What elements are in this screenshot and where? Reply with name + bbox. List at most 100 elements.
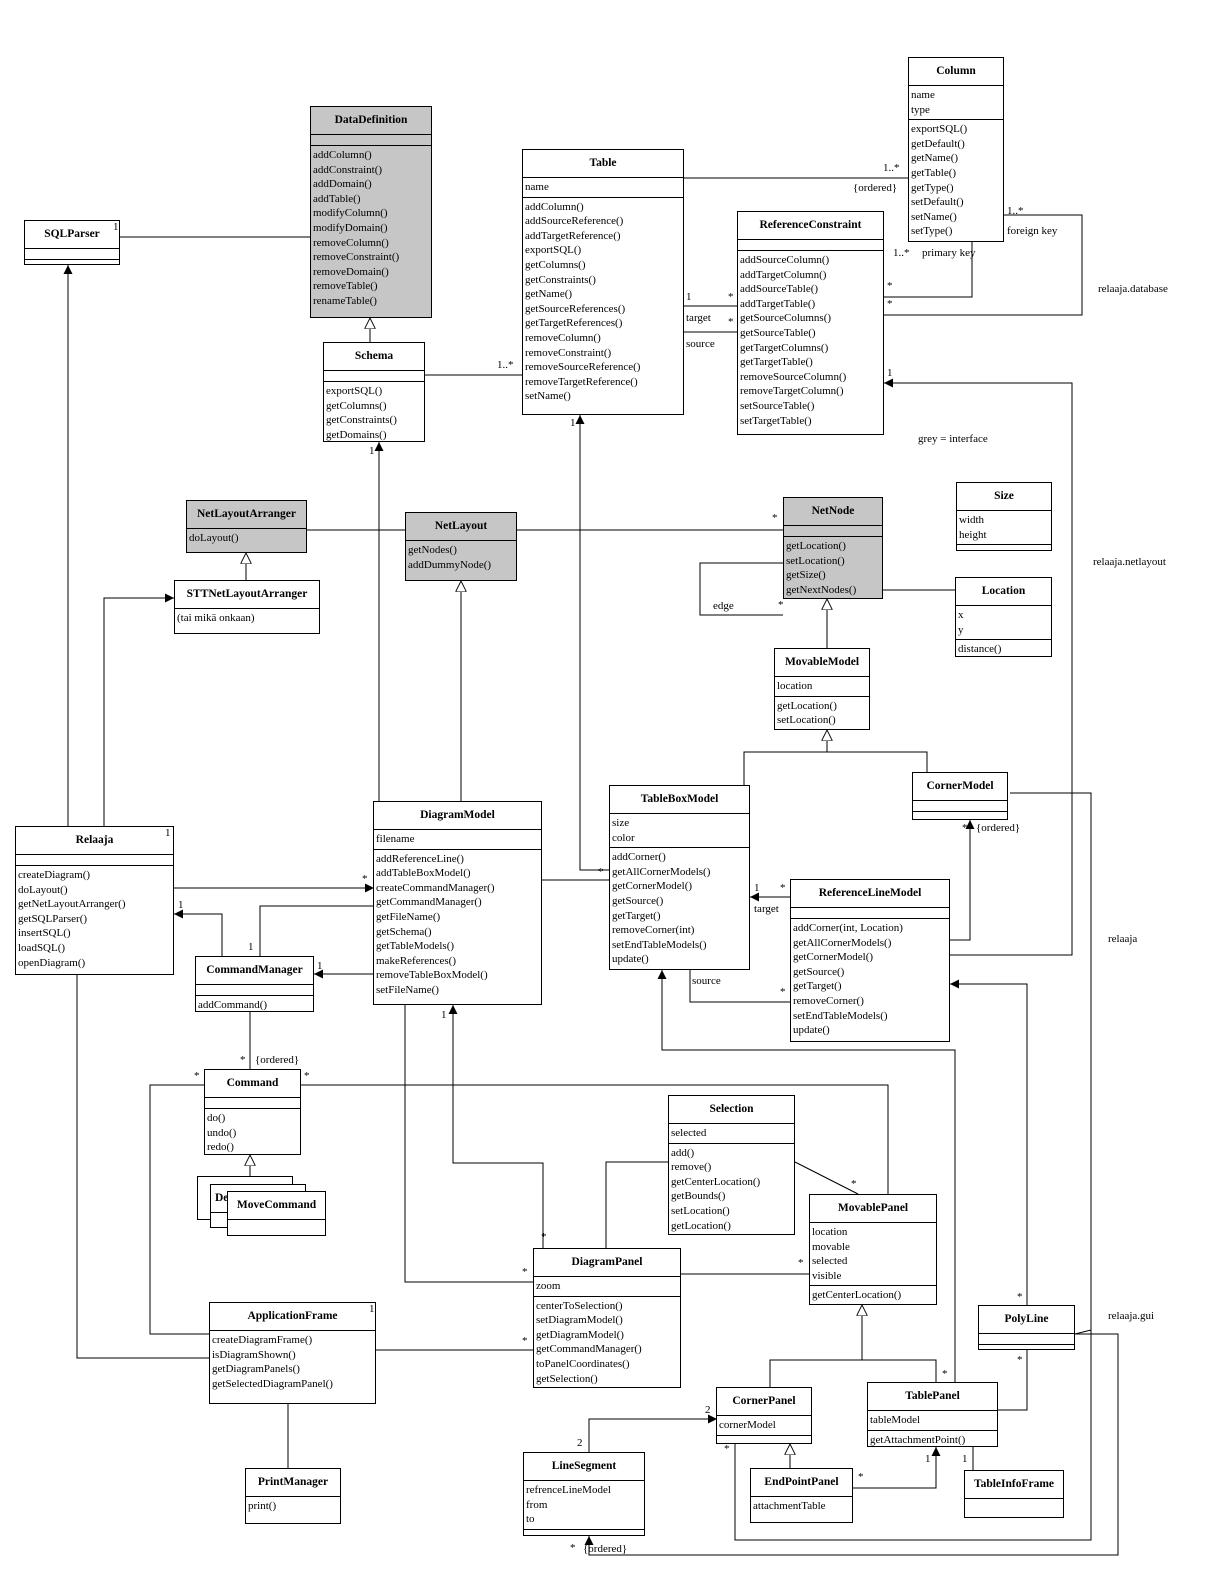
operation-item: removeCorner() — [793, 994, 864, 1007]
operation-item: addColumn() — [313, 149, 372, 161]
operation-item: update() — [612, 953, 649, 966]
attributes — [913, 801, 1007, 812]
operation-item: getSize() — [786, 569, 826, 582]
attribute-item: location — [812, 1226, 848, 1238]
attributes — [979, 1334, 1074, 1345]
operations: addCommand() — [196, 996, 313, 1015]
package-label-gui: relaaja.gui — [1108, 1310, 1155, 1322]
mult-label: * — [724, 1443, 730, 1455]
class-applicationframe: ApplicationFrame createDiagramFrame()isD… — [209, 1302, 376, 1404]
operation-item: getTarget() — [612, 909, 661, 922]
role-label: target — [686, 312, 711, 324]
operation-item: getDefault() — [911, 137, 965, 150]
attribute-item: selected — [812, 1255, 848, 1268]
attributes — [25, 249, 119, 260]
operation-item: getAllCornerModels() — [612, 865, 711, 878]
operations: getNodes()addDummyNode() — [406, 541, 516, 574]
operation-item: getSelectedDiagramPanel() — [212, 1377, 333, 1390]
attributes — [784, 526, 882, 537]
operation-item: createDiagramFrame() — [212, 1334, 313, 1346]
operation-item: createCommandManager() — [376, 881, 495, 894]
operation-item: removeSourceColumn() — [740, 370, 847, 383]
operations: getLocation()setLocation()getSize()getNe… — [784, 537, 882, 599]
class-name: Command — [205, 1070, 300, 1098]
class-tableinfoframe: TableInfoFrame — [964, 1470, 1064, 1518]
attribute-item: size — [612, 817, 630, 829]
operation-item: getTargetReferences() — [525, 317, 623, 330]
operation-item: loadSQL() — [18, 941, 66, 954]
mult-label: * — [1017, 1291, 1023, 1303]
attribute-item: refrenceLineModel — [526, 1484, 611, 1496]
class-name: DiagramPanel — [534, 1249, 680, 1277]
role-label: primary key — [922, 247, 976, 259]
mult-label: 1..* — [497, 359, 514, 371]
operation-item: setLocation() — [671, 1204, 730, 1217]
operation-item: addCommand() — [198, 999, 268, 1011]
operations: centerToSelection()setDiagramModel()getD… — [534, 1297, 680, 1389]
operation-item: getTable() — [911, 166, 957, 179]
operations: do()undo()redo() — [205, 1109, 300, 1157]
attributes — [324, 371, 424, 382]
class-name: Size — [957, 483, 1051, 511]
operations: addColumn() addConstraint() addDomain()add… — [311, 146, 431, 311]
mult-label: 1 — [925, 1453, 931, 1465]
mult-label: * — [728, 316, 734, 328]
operation-item: addConstraint() — [313, 163, 383, 176]
role-label: target — [754, 903, 779, 915]
mult-label: * — [858, 1471, 864, 1483]
mult-label: * — [1017, 1354, 1023, 1366]
operation-item: removeSourceReference() — [525, 361, 641, 374]
class-netlayoutarranger: NetLayoutArranger doLayout() — [186, 500, 307, 553]
operation-item: getDiagramPanels() — [212, 1363, 300, 1376]
operation-item: getFileName() — [376, 910, 441, 923]
attributes: attachmentTable — [751, 1497, 852, 1516]
mult-label: 1 — [317, 960, 323, 972]
operations: getAttachmentPoint() — [868, 1431, 997, 1450]
operation-item: toPanelCoordinates() — [536, 1357, 630, 1370]
class-relaaja: Relaaja createDiagram()doLayout()getNetL… — [15, 826, 174, 975]
operation-item: getAttachmentPoint() — [870, 1433, 966, 1446]
operations — [524, 1530, 644, 1540]
operation-item: addTable() — [313, 192, 361, 205]
attribute-item: filename — [376, 833, 415, 845]
class-name: Relaaja — [16, 827, 173, 855]
operation-item: remove() — [671, 1161, 712, 1174]
mult-label: 1 — [887, 367, 893, 379]
operation-item: removeTable() — [313, 280, 378, 293]
attribute-item: name — [911, 89, 935, 101]
attribute-item: visible — [812, 1269, 842, 1282]
operations — [979, 1345, 1074, 1355]
class-name: PrintManager — [246, 1469, 340, 1497]
mult-label: 1 — [754, 882, 760, 894]
operation-item: addDomain() — [313, 178, 372, 191]
operation-item: addColumn() — [525, 200, 584, 213]
attributes — [738, 240, 883, 251]
mult-label: 1 — [962, 1453, 968, 1465]
operation-item: getSchema() — [376, 925, 432, 938]
mult-label: 2 — [705, 1404, 711, 1416]
operation-item: insertSQL() — [18, 927, 71, 940]
operation-item: addDummyNode() — [408, 558, 492, 571]
mult-label: 1 — [165, 827, 171, 839]
operation-item: do() — [207, 1112, 226, 1124]
operation-item: setTargetTable() — [740, 414, 812, 427]
operations — [913, 812, 1007, 822]
operations: getCenterLocation() — [810, 1286, 936, 1305]
operation-item: undo() — [207, 1126, 237, 1139]
mult-label: 1 — [113, 221, 119, 233]
operation-item: setSourceTable() — [740, 399, 815, 412]
operation-item: addCorner() — [612, 851, 666, 864]
operation-item: addSourceColumn() — [740, 254, 830, 266]
mult-label: 1 — [248, 941, 254, 953]
operations: (tai mikä onkaan) — [175, 609, 319, 628]
operation-item: removeCorner(int) — [612, 924, 695, 937]
class-name: Selection — [669, 1096, 794, 1124]
class-tablepanel: TablePanel tableModel getAttachmentPoint… — [867, 1382, 998, 1447]
operation-item: getCenterLocation() — [671, 1175, 761, 1188]
mult-label: * — [240, 1054, 246, 1066]
operation-item: setEndTableModels() — [793, 1009, 888, 1022]
class-name: DiagramModel — [374, 802, 541, 830]
